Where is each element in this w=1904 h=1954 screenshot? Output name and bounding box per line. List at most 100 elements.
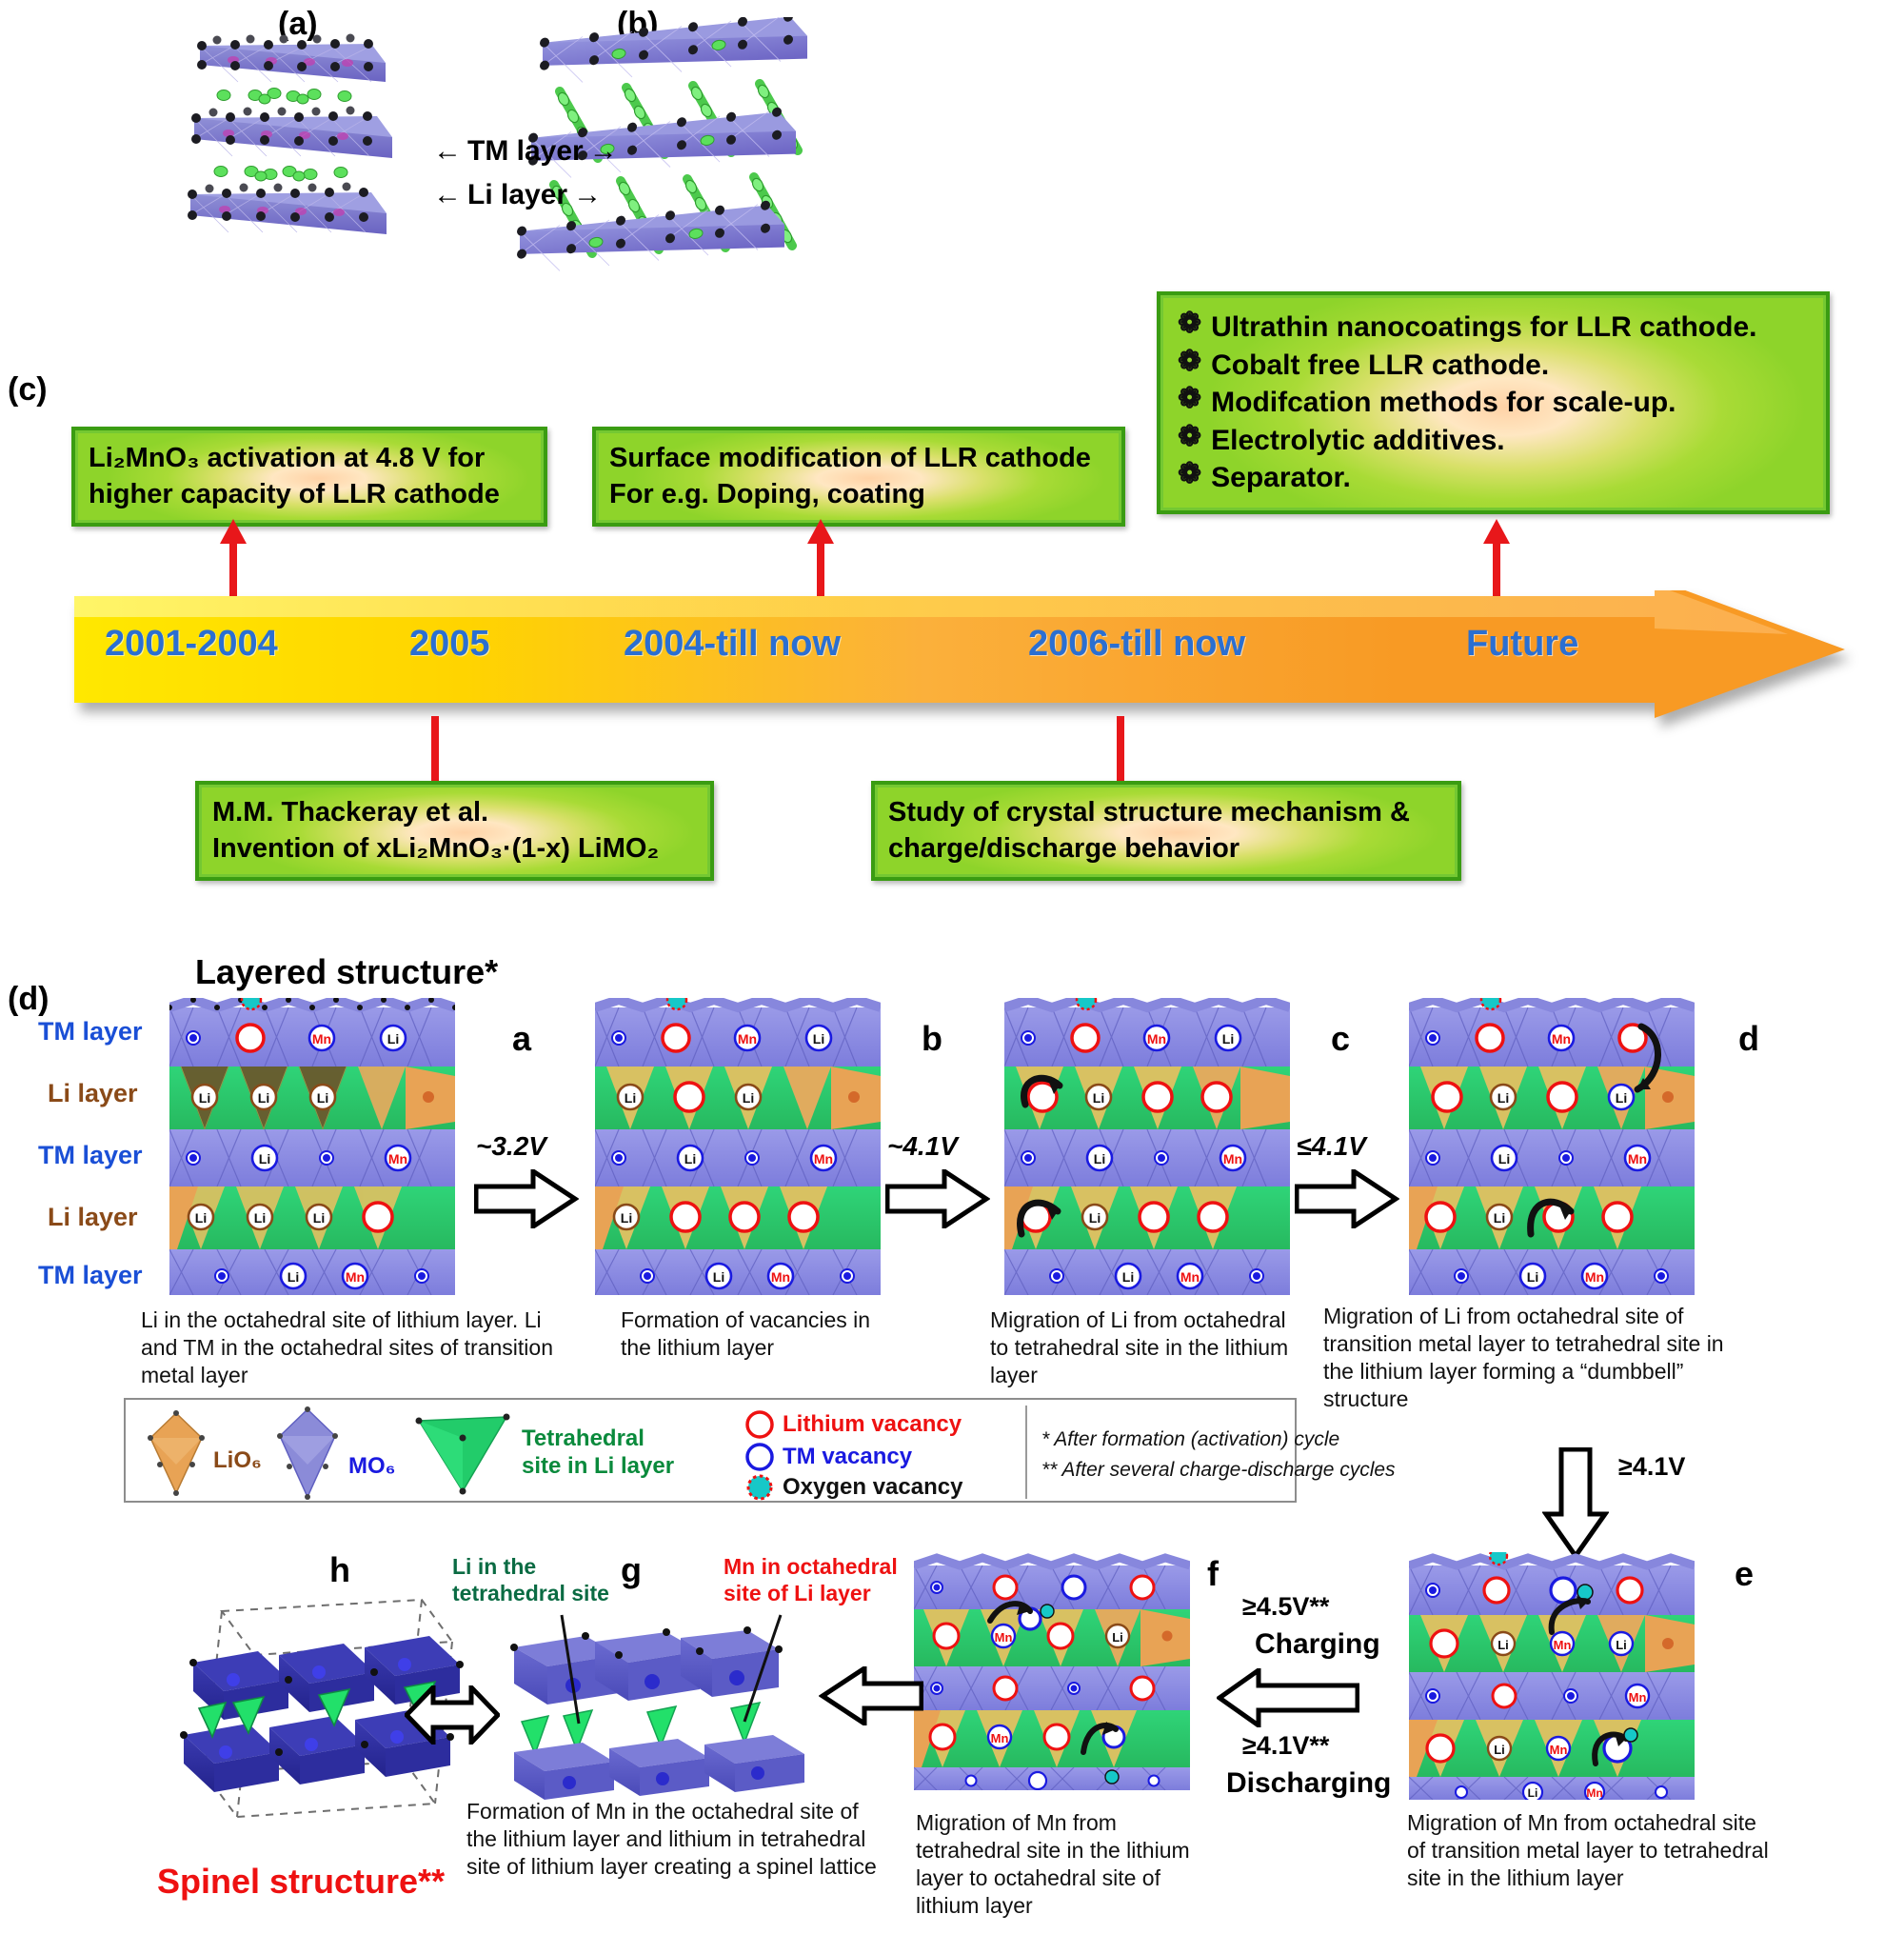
svg-text:Li: Li [1527, 1269, 1538, 1285]
future-item: ❁ Ultrathin nanocoatings for LLR cathode… [1178, 309, 1809, 347]
arrow-left-icon: ← [433, 135, 462, 167]
timeline-era-2005: 2005 [409, 624, 490, 664]
stage-a-layer-label-li1: Li layer [48, 1079, 138, 1107]
svg-text:Li: Li [1094, 1151, 1105, 1166]
caption-stage-d: Migration of Li from octahedral site of … [1323, 1304, 1724, 1411]
svg-text:Mn: Mn [1180, 1269, 1200, 1285]
future-item-label: Cobalt free LLR cathode. [1211, 349, 1550, 381]
stage-letter-g: g [621, 1550, 642, 1589]
svg-text:Li: Li [317, 1090, 328, 1106]
svg-text:Li: Li [1089, 1210, 1101, 1226]
legend-divider [1025, 1406, 1027, 1499]
caption-stage-a: Li in the octahedral site of lithium lay… [141, 1307, 553, 1387]
tetrahedron-icon [415, 1413, 510, 1495]
voltage-d-to-e: ≥4.1V [1618, 1452, 1686, 1481]
timeline-era-2001-2004: 2001-2004 [105, 624, 278, 664]
svg-text:Mn: Mn [1550, 1743, 1568, 1757]
box-line: Li₂MnO₃ activation at 4.8 V for [89, 443, 486, 473]
label-discharging: Discharging [1226, 1767, 1392, 1799]
voltage-c-to-d: ≤4.1V [1297, 1131, 1366, 1161]
legend-label-oxygen-vacancy: Oxygen vacancy [783, 1474, 963, 1500]
svg-text:Mn: Mn [1585, 1269, 1604, 1285]
spinel-structure-title: Spinel structure** [157, 1862, 446, 1901]
lithium-vacancy-icon [745, 1410, 774, 1439]
voltage-b-to-c: ~4.1V [887, 1131, 958, 1161]
stage-a-layer-label-tm3: TM layer [38, 1261, 143, 1289]
legend-box: LiO₆ MO₆ Tetrahedral site in Li layer Li… [124, 1398, 1396, 1503]
svg-text:Mn: Mn [995, 1630, 1013, 1645]
svg-text:Li: Li [1497, 1638, 1509, 1652]
arrow-right-c-to-d-icon [1295, 1169, 1399, 1228]
stage-letter-f: f [1207, 1554, 1219, 1593]
label-charging: Charging [1255, 1628, 1380, 1660]
arrow-left-f-to-g-icon [819, 1666, 923, 1725]
box-line: Invention of xLi₂MnO₃·(1-x) LiMO₂ [212, 833, 660, 865]
svg-text:Li: Li [1528, 1786, 1538, 1800]
svg-text:Li: Li [258, 1090, 269, 1106]
mechanism-structure-b: Mn Li Li Li Li Mn Li Li Mn [595, 998, 881, 1295]
layered-structure-title: Layered structure* [195, 952, 499, 991]
caption-stage-f: Migration of Mn from tetrahedral site in… [916, 1810, 1190, 1918]
mechanism-structure-f: Mn Li Mn [914, 1553, 1190, 1790]
timeline-era-2004-till-now: 2004-till now [624, 624, 842, 664]
svg-text:Li: Li [684, 1151, 696, 1166]
stage-letter-e: e [1735, 1554, 1755, 1593]
svg-text:Li: Li [1222, 1031, 1234, 1047]
box-line: higher capacity of LLR cathode [89, 479, 500, 510]
lio6-octahedron-icon [148, 1410, 205, 1496]
arrow-right-icon: → [573, 179, 603, 210]
legend-label-lithium-vacancy: Lithium vacancy [783, 1411, 962, 1437]
caption-stage-b: Formation of vacancies in the lithium la… [621, 1307, 871, 1360]
svg-text:Li: Li [1498, 1151, 1510, 1166]
arrow-double-h-g-icon [405, 1685, 500, 1745]
annotation-mn-octahedral: Mn in octahedral site of Li layer [724, 1554, 898, 1605]
svg-text:Li: Li [621, 1210, 632, 1226]
timeline-box-activation: Li₂MnO₃ activation at 4.8 V for higher c… [71, 427, 547, 527]
timeline-box-thackeray: M.M. Thackeray et al. Invention of xLi₂M… [195, 781, 714, 881]
svg-text:Mn: Mn [1554, 1638, 1572, 1652]
box-line: charge/discharge behavior [888, 833, 1240, 865]
legend-label-tetrahedral: Tetrahedral site in Li layer [522, 1426, 675, 1480]
svg-text:Mn: Mn [1552, 1031, 1571, 1047]
svg-text:Li: Li [1112, 1630, 1123, 1645]
future-item: ❁ Modifcation methods for scale-up. [1178, 384, 1809, 422]
svg-text:Mn: Mn [771, 1269, 790, 1285]
structure-layered-a [188, 33, 392, 234]
panel-c-letter: (c) [8, 371, 48, 408]
spiral-bullet-icon: ❁ [1178, 383, 1202, 415]
legend-note-single: * After formation (activation) cycle [1041, 1428, 1340, 1450]
mechanism-structure-e: Li Mn Li Mn Li Mn Li Mn [1409, 1552, 1695, 1800]
oxygen-vacancy-icon [746, 1474, 773, 1501]
svg-text:Li: Li [1616, 1638, 1627, 1652]
svg-text:Li: Li [1497, 1090, 1509, 1106]
voltage-a-to-b: ~3.2V [476, 1131, 546, 1161]
arrow-right-a-to-b-icon [474, 1169, 579, 1228]
tm-vacancy-icon [745, 1443, 774, 1471]
svg-text:Mn: Mn [991, 1731, 1009, 1745]
legend-label-lio6: LiO₆ [213, 1447, 262, 1473]
tm-layer-indicator: ← TM layer → [433, 135, 618, 168]
future-item-label: Separator. [1211, 462, 1351, 494]
structure-layered-b [517, 17, 807, 271]
arrow-left-icon: ← [433, 179, 462, 210]
svg-text:Mn: Mn [1223, 1151, 1242, 1166]
box-line: Study of crystal structure mechanism & [888, 797, 1410, 827]
svg-text:Li: Li [195, 1210, 207, 1226]
caption-stage-g: Formation of Mn in the octahedral site o… [466, 1799, 877, 1879]
svg-text:Li: Li [713, 1269, 724, 1285]
svg-text:Li: Li [254, 1210, 266, 1226]
timeline-era-2006-till-now: 2006-till now [1028, 624, 1246, 664]
svg-text:Mn: Mn [1629, 1690, 1647, 1705]
annotation-li-tetrahedral: Li in the tetrahedral site [452, 1554, 609, 1605]
li-layer-label: Li layer [467, 179, 568, 210]
li-layer-indicator: ← Li layer → [433, 179, 602, 211]
voltage-charging: ≥4.5V** [1242, 1592, 1330, 1621]
future-item: ❁ Electrolytic additives. [1178, 422, 1809, 460]
panel-d-letter: (d) [8, 981, 50, 1017]
svg-text:Li: Li [288, 1269, 299, 1285]
svg-text:Li: Li [625, 1090, 636, 1106]
svg-text:Mn: Mn [1586, 1786, 1602, 1800]
future-item-label: Modifcation methods for scale-up. [1211, 387, 1676, 419]
svg-text:Li: Li [387, 1031, 399, 1047]
mechanism-structure-c: Mn Li Li Li Mn Li Li Mn [1004, 998, 1290, 1295]
